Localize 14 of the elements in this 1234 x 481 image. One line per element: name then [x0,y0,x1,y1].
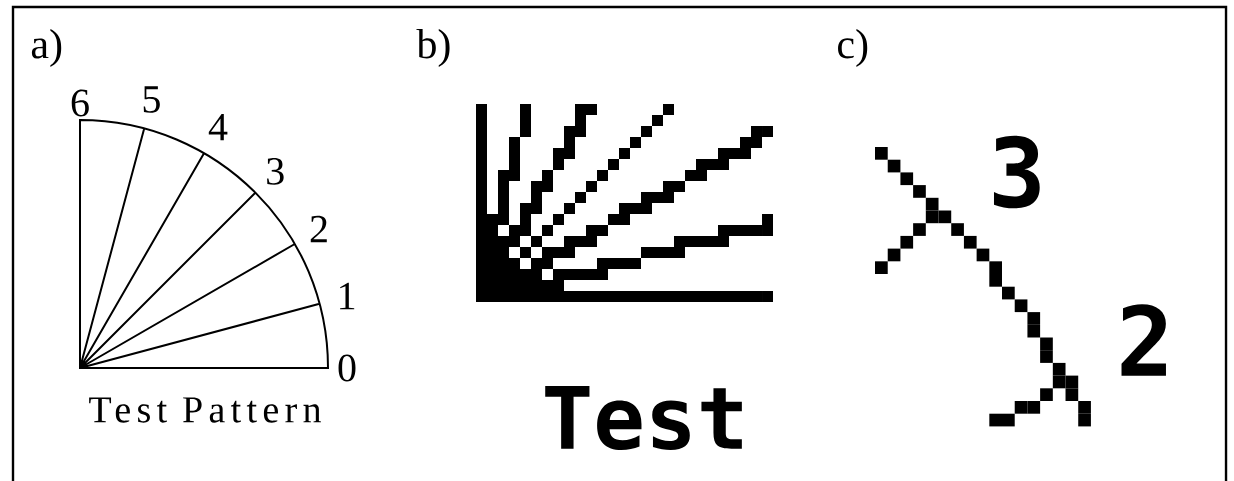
tick-label: 5 [143,86,160,113]
panel-label: c) [838,28,868,68]
panel-label: a) [31,28,62,68]
caption: Test Pattern [89,397,321,423]
tick-label: 0 [338,354,356,382]
pixel-text: Test [545,386,742,450]
tick-label: 1 [340,282,355,310]
tick-label: 6 [71,89,89,117]
panel-label: b) [416,28,450,68]
tick-label: 4 [208,114,228,141]
pixel-text: 3 [994,135,1040,209]
pixel-text: 2 [1121,304,1166,376]
tick-label: 2 [310,215,327,243]
tick-label: 3 [267,157,284,185]
